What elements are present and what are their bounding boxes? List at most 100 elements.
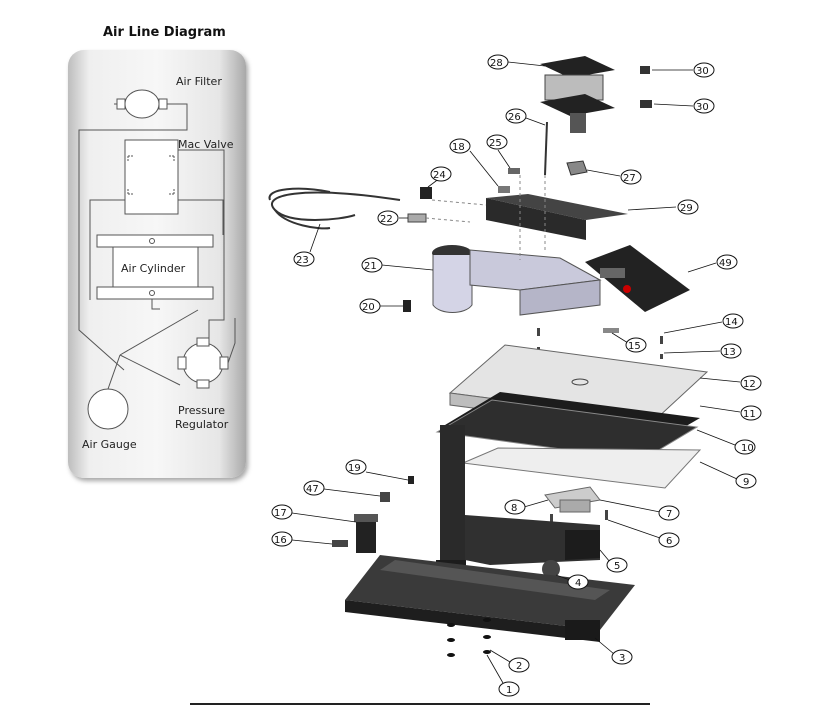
part-25 — [508, 168, 520, 174]
callout-10: 10 — [696, 429, 756, 455]
callout-17: 17 — [271, 504, 357, 523]
callout-23: 23 — [293, 223, 321, 267]
callout-21: 21 — [361, 257, 434, 273]
svg-text:49: 49 — [719, 258, 732, 269]
callout-30-top: 30 — [652, 62, 715, 78]
part-control-box — [585, 245, 690, 312]
part-bracket — [544, 486, 608, 524]
callout-9: 9 — [699, 461, 757, 489]
callout-29: 29 — [627, 199, 699, 215]
callout-5: 5 — [599, 549, 628, 573]
svg-text:10: 10 — [741, 443, 754, 454]
part-base-frame — [345, 555, 635, 642]
svg-text:2: 2 — [516, 661, 522, 672]
part-22 — [407, 213, 427, 223]
callouts: 28 30 30 26 25 18 27 24 29 22 23 21 49 2… — [271, 54, 762, 697]
part-long-bolt — [544, 121, 548, 176]
svg-text:16: 16 — [274, 535, 287, 546]
callout-13: 13 — [663, 343, 742, 359]
svg-text:9: 9 — [743, 477, 749, 488]
callout-28: 28 — [487, 54, 546, 70]
callout-7: 7 — [599, 499, 680, 521]
part-fitting-bottom — [640, 100, 652, 108]
callout-11: 11 — [699, 405, 762, 421]
svg-text:15: 15 — [628, 341, 641, 352]
part-cable — [268, 187, 401, 230]
parts — [268, 56, 709, 657]
part-nut — [566, 160, 588, 176]
part-47 — [380, 492, 390, 502]
part-19 — [408, 476, 414, 484]
svg-text:18: 18 — [452, 142, 465, 153]
mac-valve-symbol — [124, 139, 179, 215]
svg-text:7: 7 — [666, 509, 672, 520]
part-18 — [498, 186, 510, 193]
svg-text:17: 17 — [274, 508, 287, 519]
svg-text:26: 26 — [508, 112, 521, 123]
part-16 — [332, 540, 348, 547]
callout-24: 24 — [427, 166, 452, 188]
air-gauge-label: Air Gauge — [82, 438, 137, 451]
part-knob — [542, 560, 560, 578]
svg-text:19: 19 — [348, 463, 361, 474]
callout-27: 27 — [586, 169, 642, 185]
svg-text:6: 6 — [666, 536, 672, 547]
part-15 — [603, 328, 619, 333]
svg-text:20: 20 — [362, 302, 375, 313]
callout-14: 14 — [663, 313, 744, 334]
part-regulator — [354, 514, 378, 553]
svg-text:14: 14 — [725, 317, 738, 328]
svg-text:1: 1 — [506, 685, 512, 696]
svg-text:27: 27 — [623, 173, 636, 184]
bottom-rule — [190, 703, 650, 705]
callout-49: 49 — [687, 254, 738, 273]
air-cylinder-symbol — [96, 234, 214, 310]
air-cylinder-label: Air Cylinder — [121, 262, 186, 275]
mac-valve-label: Mac Valve — [178, 138, 234, 151]
svg-text:30: 30 — [696, 66, 709, 77]
callout-3: 3 — [594, 637, 633, 665]
callout-15: 15 — [611, 332, 647, 353]
callout-8: 8 — [504, 499, 549, 515]
callout-18: 18 — [449, 138, 499, 187]
svg-text:4: 4 — [575, 578, 581, 589]
air-gauge-symbol — [87, 388, 129, 430]
part-fitting-top — [640, 66, 650, 74]
air-line-schematic — [78, 89, 236, 430]
air-line-labels: Air Filter Mac Valve Air Cylinder Pressu… — [82, 75, 234, 451]
callout-22: 22 — [377, 210, 408, 226]
svg-text:23: 23 — [296, 255, 309, 266]
part-connector — [420, 187, 432, 199]
callout-12: 12 — [699, 375, 762, 391]
air-lines — [78, 103, 236, 390]
part-feet — [447, 618, 491, 657]
callout-26: 26 — [505, 108, 546, 126]
callout-1: 1 — [486, 654, 520, 697]
assembly-axes — [425, 175, 546, 260]
svg-text:13: 13 — [723, 347, 736, 358]
air-filter-label: Air Filter — [176, 75, 222, 88]
svg-text:8: 8 — [511, 503, 517, 514]
pressure-regulator-symbol — [177, 337, 229, 389]
part-housing — [432, 245, 602, 316]
diagram-title: Air Line Diagram — [103, 25, 226, 40]
part-20 — [403, 300, 411, 312]
part-air-cylinder — [540, 56, 615, 133]
svg-text:22: 22 — [380, 214, 393, 225]
callout-19: 19 — [345, 459, 409, 481]
svg-text:25: 25 — [489, 138, 502, 149]
regulator-label: Regulator — [175, 418, 229, 431]
svg-text:24: 24 — [433, 170, 446, 181]
callout-2: 2 — [489, 649, 530, 673]
part-pad — [461, 447, 702, 489]
svg-text:28: 28 — [490, 58, 503, 69]
callout-4: 4 — [555, 574, 589, 590]
air-filter-symbol — [116, 89, 168, 119]
callout-25: 25 — [486, 134, 511, 169]
part-frame — [486, 194, 628, 240]
svg-text:47: 47 — [306, 484, 319, 495]
svg-text:12: 12 — [743, 379, 756, 390]
callout-47: 47 — [303, 480, 381, 497]
callout-20: 20 — [359, 298, 403, 314]
